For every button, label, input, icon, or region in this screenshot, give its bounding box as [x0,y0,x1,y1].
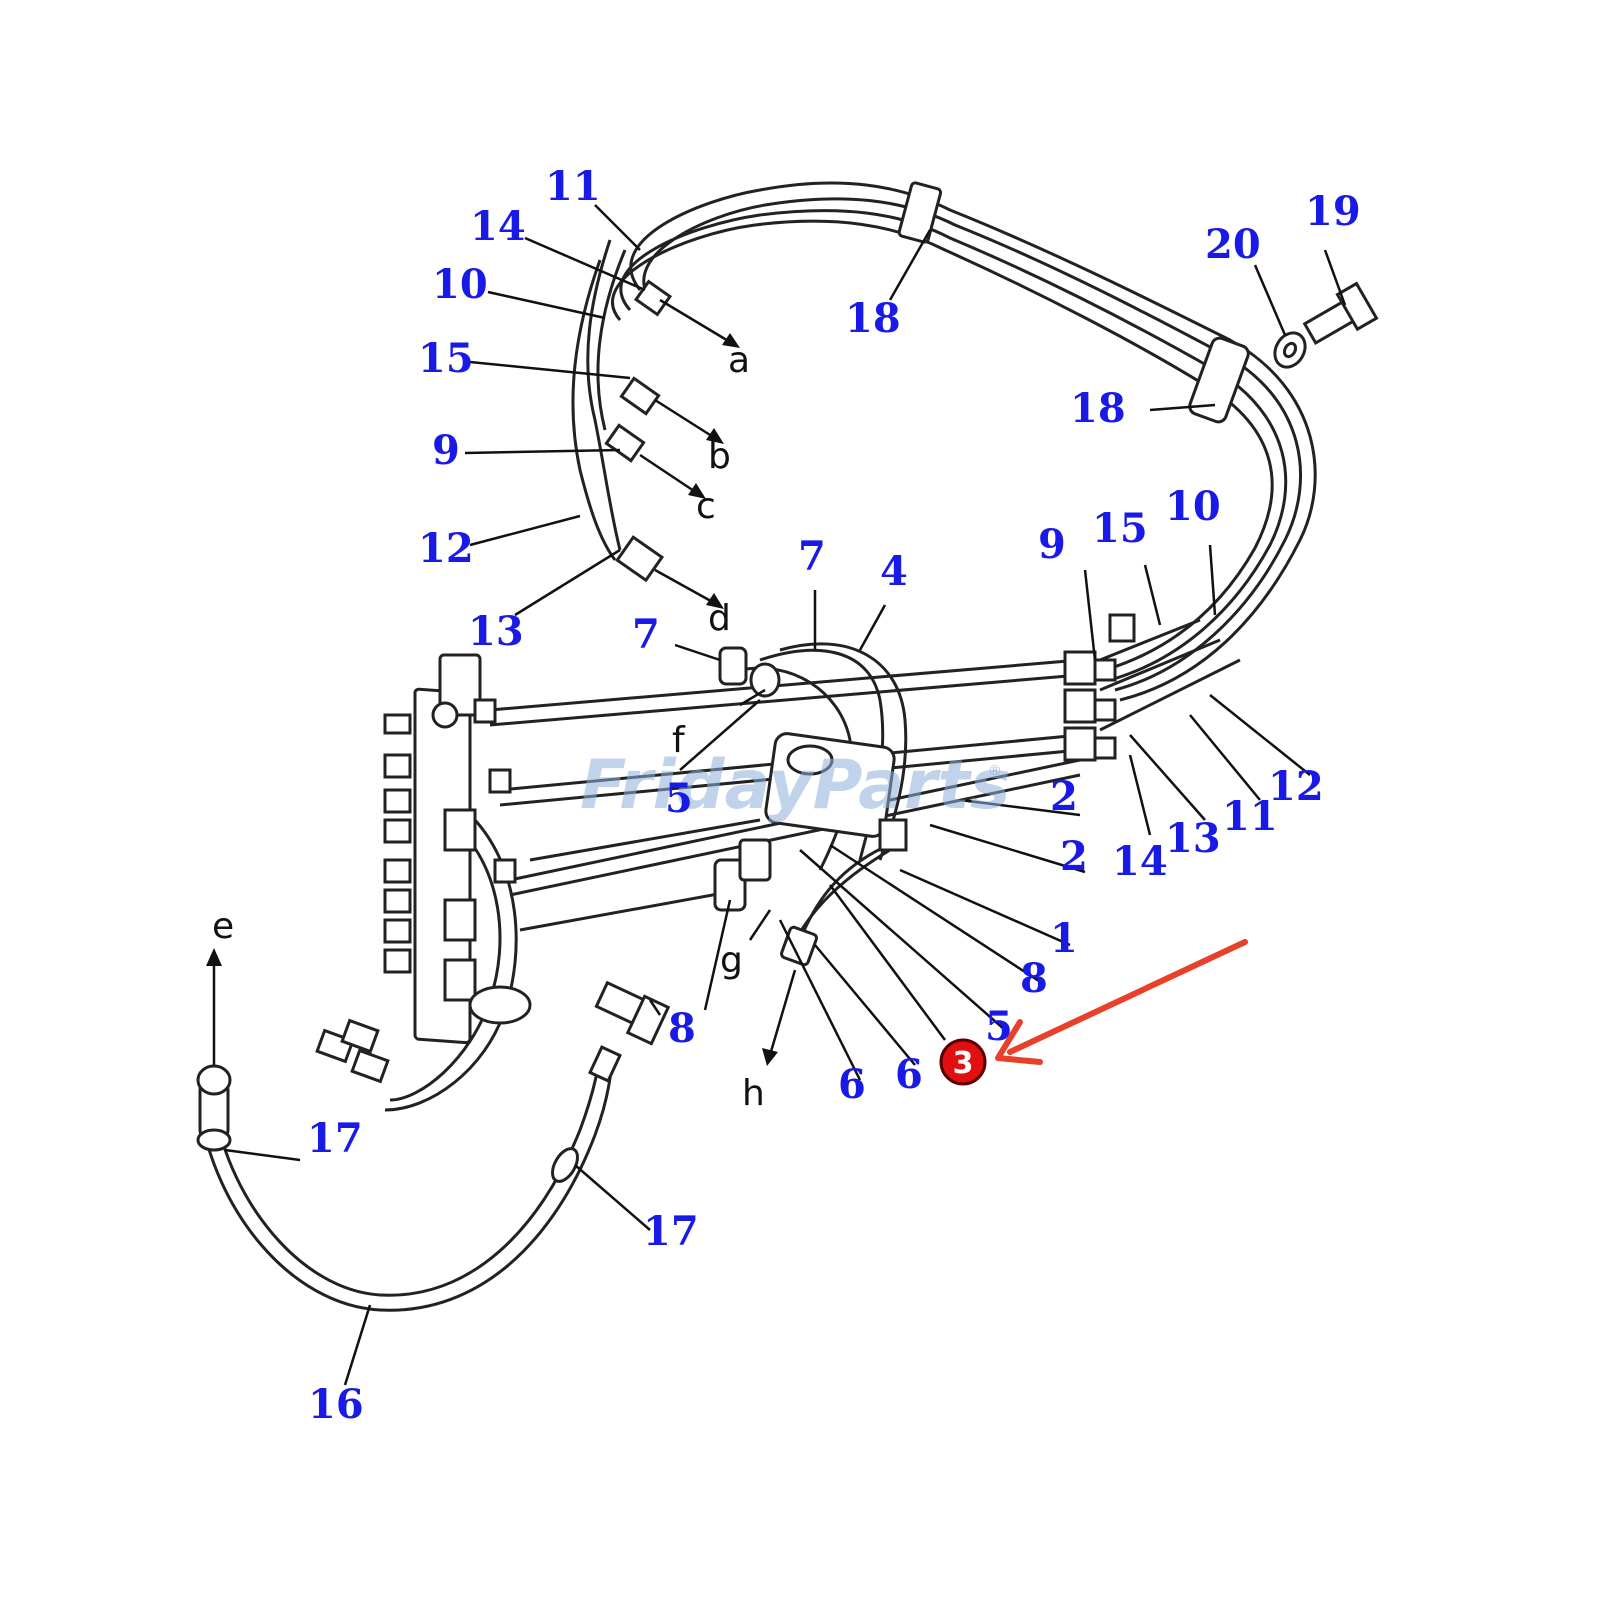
components [196,181,1379,1183]
callout-6-right: 6 [895,1051,923,1098]
callout-12: 12 [418,525,474,572]
callout-13: 13 [468,608,524,655]
callout-5-center: 5 [665,775,693,822]
callout-20: 20 [1205,221,1261,268]
callout-18-top: 18 [845,295,901,342]
clamp-18-right [1188,336,1250,424]
callout-1: 1 [1050,915,1078,962]
callout-17-right: 17 [643,1208,699,1255]
callout-16: 16 [308,1381,364,1428]
highlight-badge [939,1038,987,1086]
watermark: FridayParts ® [580,746,1011,825]
letter-h: h [742,1073,765,1114]
highlight-badge-label: 3 [953,1046,974,1081]
callout-14-right: 14 [1112,838,1168,885]
manifold-fittings [383,698,517,1002]
callout-9: 9 [432,427,460,474]
connection-letters: a b c d e f g h [212,340,765,1114]
bolt-19 [1302,281,1379,345]
watermark-mark: ® [988,763,1002,779]
letter-f: f [672,720,686,761]
letter-a: a [728,340,750,381]
callout-9-right: 9 [1038,521,1066,568]
letter-c: c [696,486,716,527]
callout-8-lower: 8 [668,1005,696,1052]
callout-4: 4 [880,548,908,595]
callout-12-right: 12 [1268,763,1324,810]
callout-10: 10 [432,261,488,308]
callout-6-left: 6 [838,1061,866,1108]
callout-7-left: 7 [632,611,660,658]
callout-11-right: 11 [1222,793,1278,840]
callout-13-right: 13 [1165,815,1221,862]
callout-14: 14 [470,203,526,250]
callout-labels: 11 14 10 15 9 12 13 18 18 20 19 7 4 7 9 … [307,163,1361,1428]
watermark-text: FridayParts [580,746,1011,825]
letter-e: e [212,906,234,947]
clamp-18-top [897,181,943,244]
callout-19: 19 [1305,188,1361,235]
flow-arrows [206,298,797,1066]
callout-8-right: 8 [1020,955,1048,1002]
callout-15: 15 [418,335,474,382]
callout-10-right: 10 [1165,483,1221,530]
callout-15-right: 15 [1092,505,1148,552]
leader-lines [224,204,1347,1386]
callout-11: 11 [545,163,601,210]
callout-2-upper: 2 [1050,773,1078,820]
highlight-marker: 3 [939,939,1248,1086]
letter-d: d [708,598,731,639]
highlight-arrow-head [995,1019,1043,1065]
letter-b: b [708,436,731,477]
callout-18-right: 18 [1070,385,1126,432]
callout-7-top: 7 [798,533,826,580]
letter-g: g [720,940,743,981]
callout-17-left: 17 [307,1115,363,1162]
highlight-arrow-shaft [1007,939,1248,1055]
callout-2-lower: 2 [1060,833,1088,880]
